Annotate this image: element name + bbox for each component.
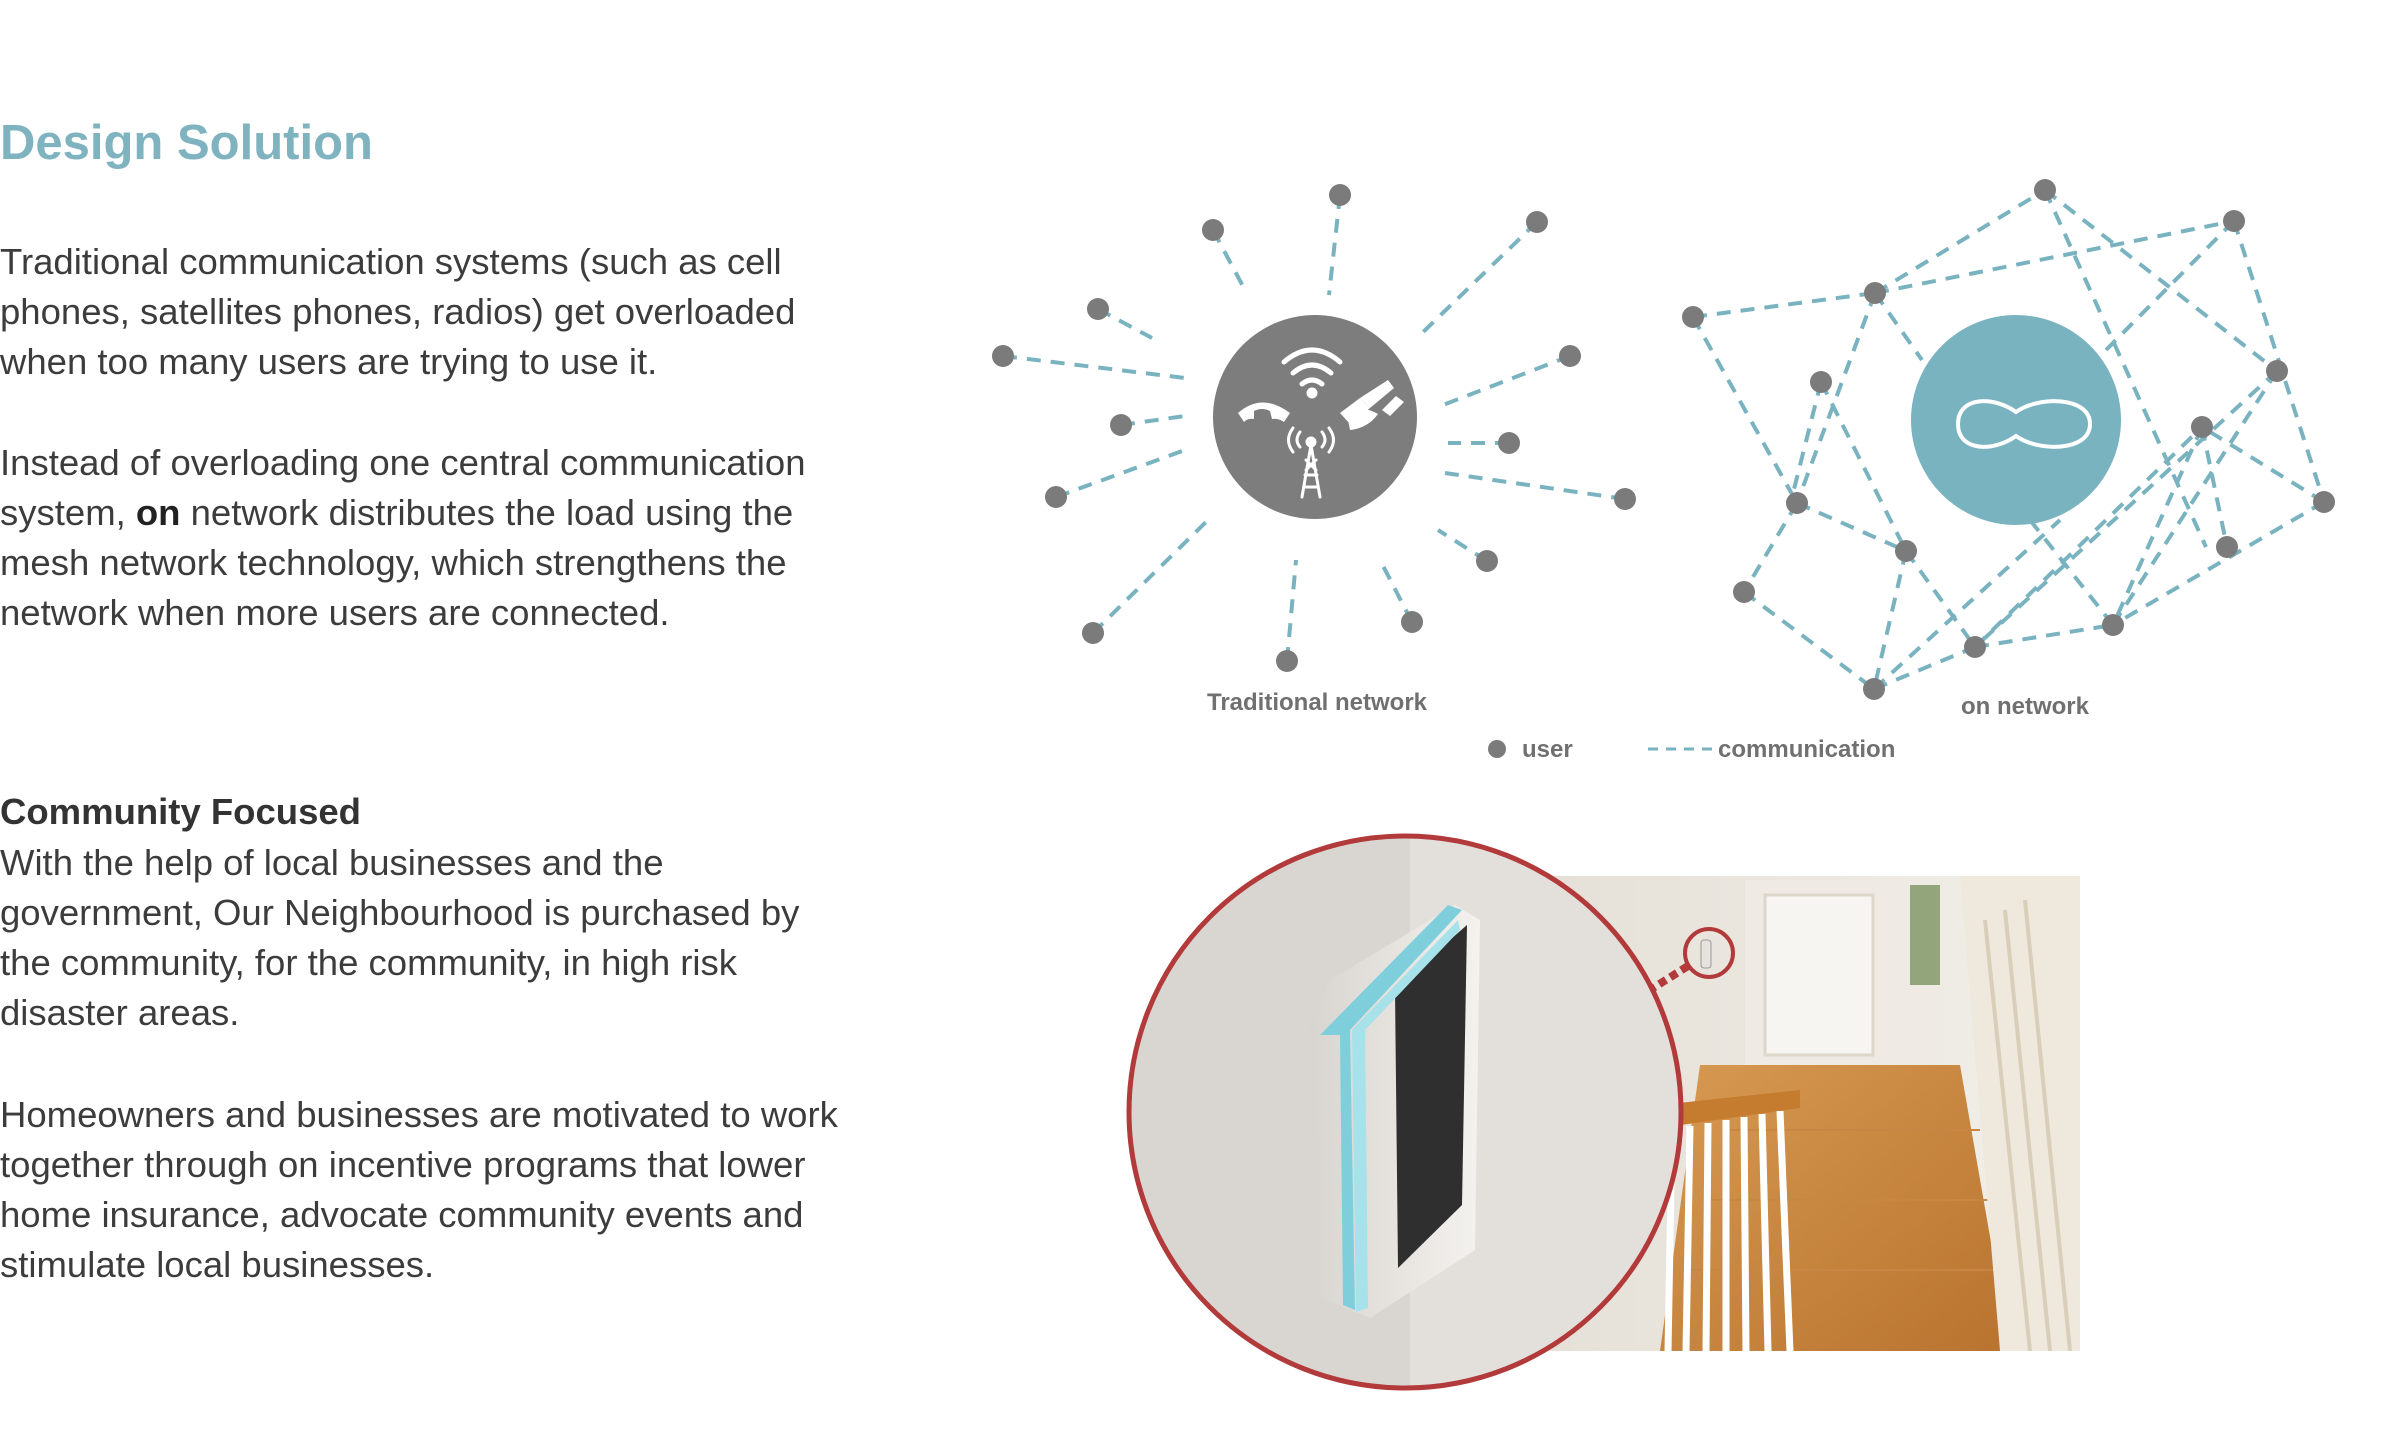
device-zoom xyxy=(1126,833,1684,1391)
user-node xyxy=(1498,432,1520,454)
device-callout-small xyxy=(1683,927,1735,979)
user-node xyxy=(1202,219,1224,241)
on-user-nodes xyxy=(1682,179,2335,700)
user-node xyxy=(1045,486,1067,508)
community-heading: Community Focused xyxy=(0,791,361,832)
user-node xyxy=(1682,306,1704,328)
page-title: Design Solution xyxy=(0,116,373,170)
intro-paragraph-1: Traditional communication systems (such … xyxy=(0,241,796,382)
legend-user-label: user xyxy=(1522,736,1573,763)
user-node xyxy=(1401,611,1423,633)
user-node xyxy=(1895,540,1917,562)
wifi-icon xyxy=(1281,347,1343,399)
user-node xyxy=(1110,414,1132,436)
legend-user-dot xyxy=(1488,740,1506,758)
user-node xyxy=(2034,179,2056,201)
user-node xyxy=(1614,488,1636,510)
user-node xyxy=(1733,581,1755,603)
user-node xyxy=(1476,550,1498,572)
user-node xyxy=(1276,650,1298,672)
user-node xyxy=(2223,210,2245,232)
satellite-icon xyxy=(1340,380,1404,430)
user-node xyxy=(2216,536,2238,558)
user-node xyxy=(992,345,1014,367)
traditional-network-label: Traditional network xyxy=(1207,689,1428,716)
phone-icon xyxy=(1238,402,1290,422)
traditional-user-nodes xyxy=(992,184,1636,672)
callout-connector xyxy=(1647,962,1691,994)
user-node xyxy=(2191,416,2213,438)
legend-communication-label: communication xyxy=(1718,736,1895,763)
user-node xyxy=(1559,345,1581,367)
intro-text-before: Instead of overloading one central commu… xyxy=(0,442,806,533)
user-node xyxy=(2313,491,2335,513)
user-node xyxy=(2102,614,2124,636)
legend: user communication xyxy=(1488,736,1895,763)
radio-tower-icon xyxy=(1287,426,1335,499)
user-node xyxy=(2266,360,2288,382)
infinity-icon xyxy=(1955,399,2093,449)
user-node xyxy=(1810,371,1832,393)
user-node xyxy=(1786,492,1808,514)
on-network xyxy=(1691,188,2326,691)
on-network-label: on network xyxy=(1961,693,2090,720)
user-node xyxy=(1087,298,1109,320)
user-node xyxy=(1964,636,1986,658)
user-node xyxy=(1526,211,1548,233)
intro-text-bold: on xyxy=(135,492,181,533)
intro-text-after: network distributes the load using the m… xyxy=(0,492,794,633)
user-node xyxy=(1863,678,1885,700)
user-node xyxy=(1082,622,1104,644)
community-paragraph-2: Homeowners and businesses are motivated … xyxy=(0,1094,838,1285)
community-paragraph-1: With the help of local businesses and th… xyxy=(0,842,800,1033)
user-node xyxy=(1329,184,1351,206)
on-hub xyxy=(1911,315,2121,525)
user-node xyxy=(1864,282,1886,304)
traditional-hub xyxy=(1213,315,1417,519)
intro-paragraph-2: Instead of overloading one central commu… xyxy=(0,438,860,638)
